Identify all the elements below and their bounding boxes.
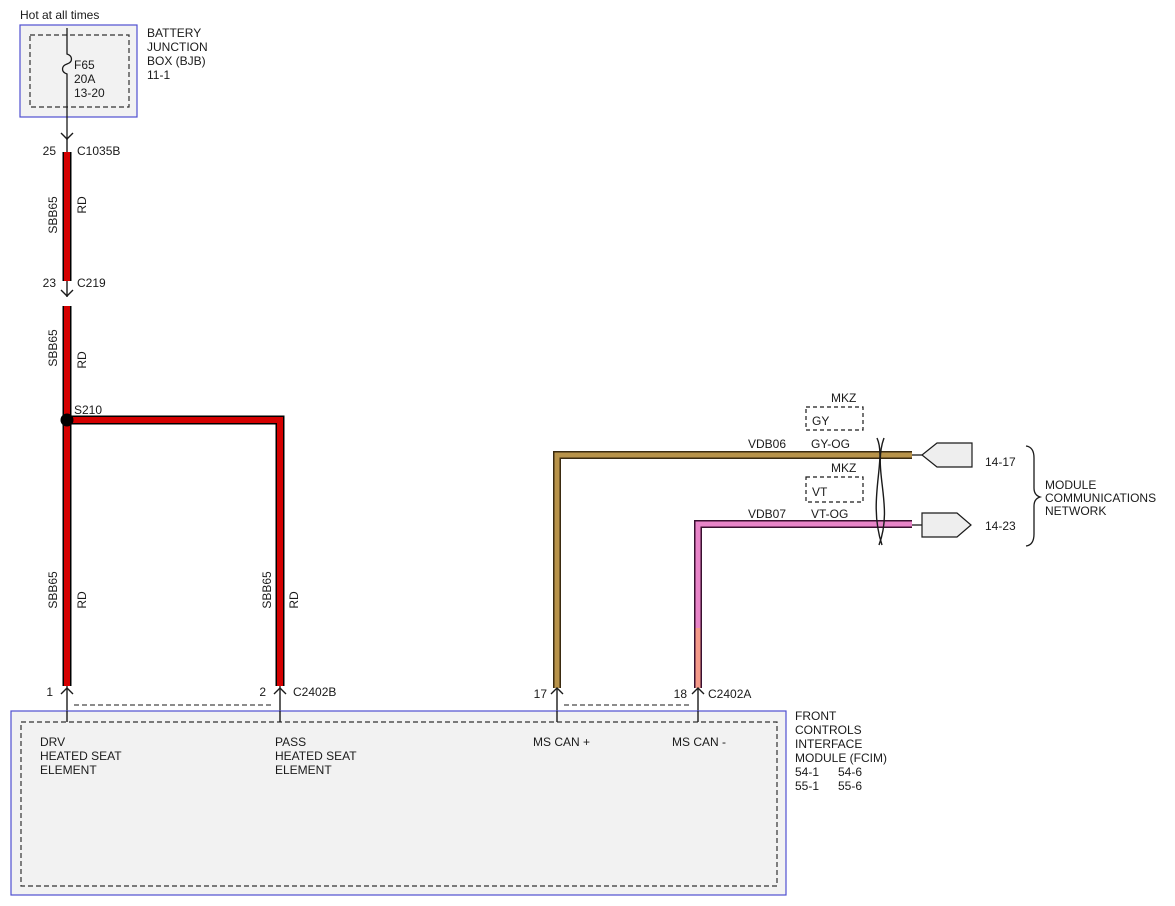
- pass-element-line-2: HEATED SEAT: [275, 749, 357, 763]
- wire-4-color-label: RD: [287, 591, 301, 609]
- wire-vdb06-outline: [553, 451, 912, 688]
- vdb07-option-label: MKZ: [831, 461, 856, 475]
- c219-female-symbol: [60, 289, 74, 297]
- bjb-outer-box: [19, 24, 138, 118]
- splice-s210-label: S210: [74, 403, 102, 417]
- network-label-line-2: COMMUNICATIONS: [1045, 491, 1156, 505]
- fcim-title-line-4: MODULE (FCIM): [795, 751, 887, 765]
- wire-1-circuit-label: SBB65: [46, 196, 60, 234]
- wire-sbb65-branch-outline: [67, 415, 285, 686]
- bjb-inner-box: [29, 34, 130, 108]
- drv-element-line-3: ELEMENT: [40, 763, 97, 777]
- c2402b-label: C2402B: [293, 685, 336, 699]
- wire-vdb06-color-label: GY-OG: [811, 437, 850, 451]
- network-ref-1: 14-17: [985, 455, 1016, 469]
- c2402b-pin-2-symbol: [273, 687, 287, 695]
- drv-element-line-1: DRV: [40, 735, 65, 749]
- network-label-line-3: NETWORK: [1045, 504, 1106, 518]
- fcim-inner-box: [20, 721, 778, 887]
- fcim-ref-4: 55-6: [838, 779, 862, 793]
- wire-vdb06: [554, 452, 912, 688]
- wire-vdb07-outline: [694, 520, 912, 688]
- wire-2-color-label: RD: [75, 351, 89, 369]
- fcim-outer-box: [10, 710, 787, 896]
- c219-label: C219: [77, 276, 106, 290]
- c2402b-pin-2: 2: [259, 685, 266, 699]
- c2402a-pin-17: 17: [534, 687, 548, 701]
- network-brace: [1025, 445, 1043, 547]
- drv-element-line-2: HEATED SEAT: [40, 749, 122, 763]
- bjb-title-line-1: BATTERY: [147, 26, 201, 40]
- wire-2-circuit-label: SBB65: [46, 329, 60, 367]
- fcim-ref-3: 55-1: [795, 779, 819, 793]
- fuse-ref: 13-20: [74, 86, 105, 100]
- wire-vdb07: [695, 521, 912, 688]
- vdb06-option-box: [805, 406, 864, 431]
- fcim-ref-2: 54-6: [838, 765, 862, 779]
- fcim-title-line-1: FRONT: [795, 709, 837, 723]
- c2402b-pin-1: 1: [46, 685, 53, 699]
- fcim-title-line-2: CONTROLS: [795, 723, 862, 737]
- bjb-title-line-3: BOX (BJB): [147, 54, 206, 68]
- connector-c219: 23 C219: [43, 276, 106, 297]
- pass-element-line-3: ELEMENT: [275, 763, 332, 777]
- network-ref-2: 14-23: [985, 519, 1016, 533]
- wire-3-circuit-label: SBB65: [46, 571, 60, 609]
- wire-vdb06-circuit-label: VDB06: [748, 437, 786, 451]
- vdb06-option-label: MKZ: [831, 391, 856, 405]
- twisted-pair-symbol: [875, 437, 886, 546]
- fcim-title-line-3: INTERFACE: [795, 737, 862, 751]
- hot-at-all-times-label: Hot at all times: [20, 8, 99, 22]
- fuse-name: F65: [74, 58, 95, 72]
- pass-element-line-1: PASS: [275, 735, 306, 749]
- c2402a-pin-18-symbol: [691, 687, 705, 695]
- c2402a-label: C2402A: [708, 687, 751, 701]
- vdb07-option-color: VT: [812, 485, 828, 499]
- c1035b-label: C1035B: [77, 144, 120, 158]
- bjb-page-ref: 11-1: [147, 68, 170, 82]
- wire-vdb07-color-label: VT-OG: [811, 507, 848, 521]
- fuse-amps: 20A: [74, 72, 95, 86]
- wire-4-circuit-label: SBB65: [260, 571, 274, 609]
- c2402a-pin-17-symbol: [550, 687, 564, 695]
- battery-junction-box: F65 20A 13-20 BATTERY JUNCTION BOX (BJB)…: [19, 24, 208, 118]
- c2402a-pin-18: 18: [674, 687, 688, 701]
- wire-vdb07-circuit-label: VDB07: [748, 507, 786, 521]
- c2402b-pin-1-symbol: [60, 687, 74, 695]
- network-label-line-1: MODULE: [1045, 478, 1096, 492]
- fcim-ref-1: 54-1: [795, 765, 819, 779]
- network-connector-2: [921, 512, 972, 538]
- fuse-f65-symbol: [61, 28, 73, 117]
- bjb-title-line-2: JUNCTION: [147, 40, 208, 54]
- ms-can-minus-label: MS CAN -: [672, 735, 726, 749]
- wire-sbb65-branch-pass: [67, 417, 283, 686]
- connector-c1035b: 25 C1035B: [43, 132, 120, 158]
- ms-can-plus-label: MS CAN +: [533, 735, 590, 749]
- fcim-module: DRV HEATED SEAT ELEMENT PASS HEATED SEAT…: [10, 710, 787, 896]
- c1035b-pin: 25: [43, 144, 57, 158]
- vdb06-option-color: GY: [812, 414, 829, 428]
- splice-s210-dot: [60, 413, 74, 427]
- c219-pin: 23: [43, 276, 57, 290]
- network-connector-1: [921, 442, 973, 468]
- wire-1-color-label: RD: [75, 196, 89, 214]
- wire-3-color-label: RD: [75, 591, 89, 609]
- vdb07-option-box: [805, 476, 864, 503]
